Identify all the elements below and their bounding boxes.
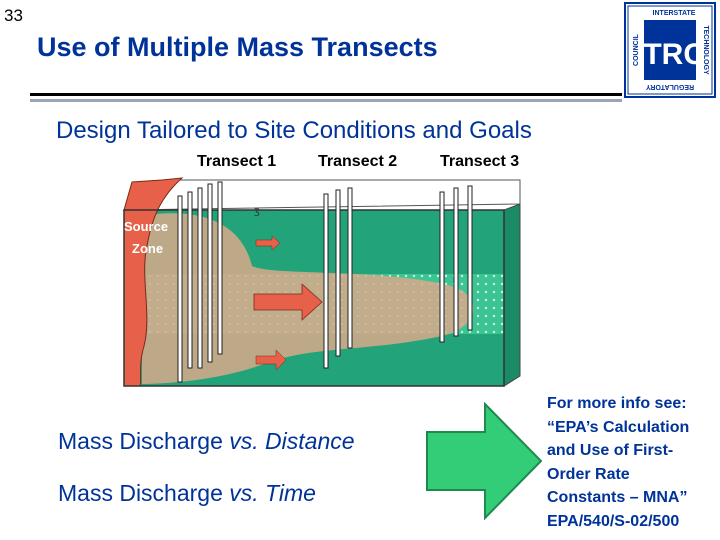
transect-2-wells <box>323 187 353 369</box>
source-label: Source <box>124 219 169 234</box>
zone-label: Zone <box>132 241 164 256</box>
transect-label-1: Transect 1 <box>197 153 277 170</box>
flow-arrow-small-1 <box>255 235 281 251</box>
subtitle: Design Tailored to Site Conditions and G… <box>56 117 532 144</box>
transect-label-3: Transect 3 <box>440 153 520 170</box>
logo-ring-left: COUNCIL <box>633 33 640 66</box>
mass-discharge-distance: Mass Discharge vs. Distance <box>58 428 355 454</box>
transect-label-2: Transect 2 <box>318 153 398 170</box>
transect-3-wells <box>439 185 473 343</box>
slide-number: 33 <box>4 6 23 25</box>
logo-letters: ITRC <box>635 38 705 71</box>
logo-ring-right: TECHNOLOGY <box>702 25 709 75</box>
reference-note: For more info see: “EPA’s Calculation an… <box>547 395 690 530</box>
slide-title: Use of Multiple Mass Transects <box>37 32 438 62</box>
title-divider <box>30 93 622 96</box>
title-divider-shadow <box>30 99 622 102</box>
source-zone <box>123 177 184 387</box>
flow-arrow-large <box>253 283 323 321</box>
small-mark: ʒ <box>254 206 260 217</box>
right-arrow-icon <box>426 402 543 520</box>
mass-discharge-time: Mass Discharge vs. Time <box>58 480 316 506</box>
flow-arrow-small-2 <box>255 349 287 371</box>
logo-ring-bottom: REGULATORY <box>646 83 694 90</box>
transect-1-wells <box>177 181 223 383</box>
itrc-logo: ITRC INTERSTATE REGULATORY COUNCIL TECHN… <box>624 2 716 98</box>
aquifer-diagram: ʒ <box>122 177 521 387</box>
logo-ring-top: INTERSTATE <box>653 10 696 17</box>
